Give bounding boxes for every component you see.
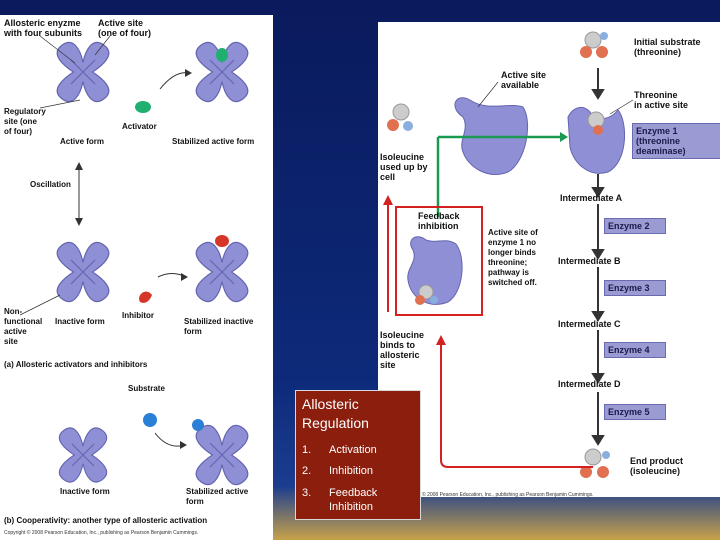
label-stabilized-active-form-b: Stabilized active form: [186, 487, 249, 506]
label-intermediate-a: Intermediate A: [560, 193, 623, 203]
isoleucine-used-molecule: [387, 103, 413, 131]
label-nonfunctional-site: Non- functional active site: [4, 307, 43, 346]
label-active-site-no-longer: Active site of enzyme 1 no longer binds …: [488, 228, 538, 287]
feedback-pathway-graphics: [383, 31, 634, 478]
feedback-box: [395, 206, 483, 316]
overlay-item-text: Inhibition: [329, 465, 374, 477]
label-oscillation: Oscillation: [30, 180, 71, 189]
allosteric-regulation-box: Allosteric Regulation 1. Activation 2. Inh…: [295, 390, 421, 520]
copyright-left: Copyright © 2008 Pearson Education, Inc.…: [4, 530, 199, 536]
label-threonine-active-site: Threonine in active site: [634, 90, 689, 110]
label-intermediate-c: Intermediate C: [558, 319, 621, 329]
feedback-inhibition-panel: Initial substrate (threonine) Active sit…: [378, 22, 720, 498]
enzyme-inhibited-shape: [407, 236, 463, 305]
label-end-product: End product (isoleucine): [630, 456, 683, 476]
overlay-item: 1. Activation: [302, 443, 377, 457]
allosteric-figure-panel: Allosteric enyzme with four subunits Act…: [0, 15, 273, 540]
label-intermediate-d: Intermediate D: [558, 379, 621, 389]
caption-a: (a) Allosteric activators and inhibitors: [4, 360, 148, 369]
enzyme4-box: Enzyme 4: [604, 342, 666, 358]
caption-b: (b) Cooperativity: another type of allos…: [4, 516, 208, 525]
copyright-right: © 2008 Pearson Education, Inc., publishi…: [422, 492, 594, 498]
overlay-item-number: 1.: [302, 444, 312, 456]
substrate-molecule: [143, 413, 157, 427]
label-inactive-form: Inactive form: [55, 317, 105, 326]
activator-bound: [216, 48, 228, 62]
enzyme2-box: Enzyme 2: [604, 218, 666, 234]
isoleucine-end-molecule: [580, 448, 610, 478]
label-intermediate-b: Intermediate B: [558, 256, 621, 266]
threonine-molecule: [580, 31, 608, 58]
label-active-site: Active site (one of four): [98, 18, 151, 38]
overlay-item: 2. Inhibition: [302, 464, 373, 478]
label-inactive-form-b: Inactive form: [60, 487, 110, 496]
label-activator: Activator: [122, 122, 157, 131]
enzyme1-box: Enzyme 1 (threonine deaminase): [632, 123, 720, 159]
label-allosteric-enzyme: Allosteric enyzme with four subunits: [4, 18, 82, 38]
label-regulatory-site: Regulatory site (one of four): [4, 107, 46, 136]
overlay-item-number: 3.: [302, 487, 312, 499]
label-active-site-available: Active site available: [501, 70, 547, 90]
label-isoleucine-used: Isoleucine used up by cell: [380, 152, 428, 182]
overlay-item-text: Activation: [329, 444, 377, 456]
inhibitor-bound: [215, 235, 229, 247]
enzyme1-shape: [567, 106, 626, 174]
substrate-bound: [192, 419, 204, 431]
enzyme3-box: Enzyme 3: [604, 280, 666, 296]
inhibitor-molecule: [139, 291, 152, 303]
label-initial-substrate: Initial substrate (threonine): [634, 37, 701, 57]
overlay-title: Allosteric Regulation: [302, 396, 369, 431]
label-active-form: Active form: [60, 137, 105, 146]
allosteric-figure-graphics: [19, 35, 249, 486]
activator-molecule: [135, 101, 151, 113]
label-stabilized-inactive-form: Stabilized inactive form: [184, 317, 254, 336]
label-inhibitor: Inhibitor: [122, 311, 154, 320]
label-feedback-inhibition: Feedback inhibition: [418, 211, 460, 231]
enzyme5-box: Enzyme 5: [604, 404, 666, 420]
overlay-item-text: Feedback Inhibition: [329, 487, 378, 513]
overlay-item: 3. Feedback Inhibition: [302, 486, 377, 514]
label-stabilized-active-form: Stabilized active form: [172, 137, 255, 146]
label-substrate: Substrate: [128, 384, 165, 393]
overlay-item-number: 2.: [302, 465, 312, 477]
label-isoleucine-binds: Isoleucine binds to allosteric site: [380, 330, 425, 370]
